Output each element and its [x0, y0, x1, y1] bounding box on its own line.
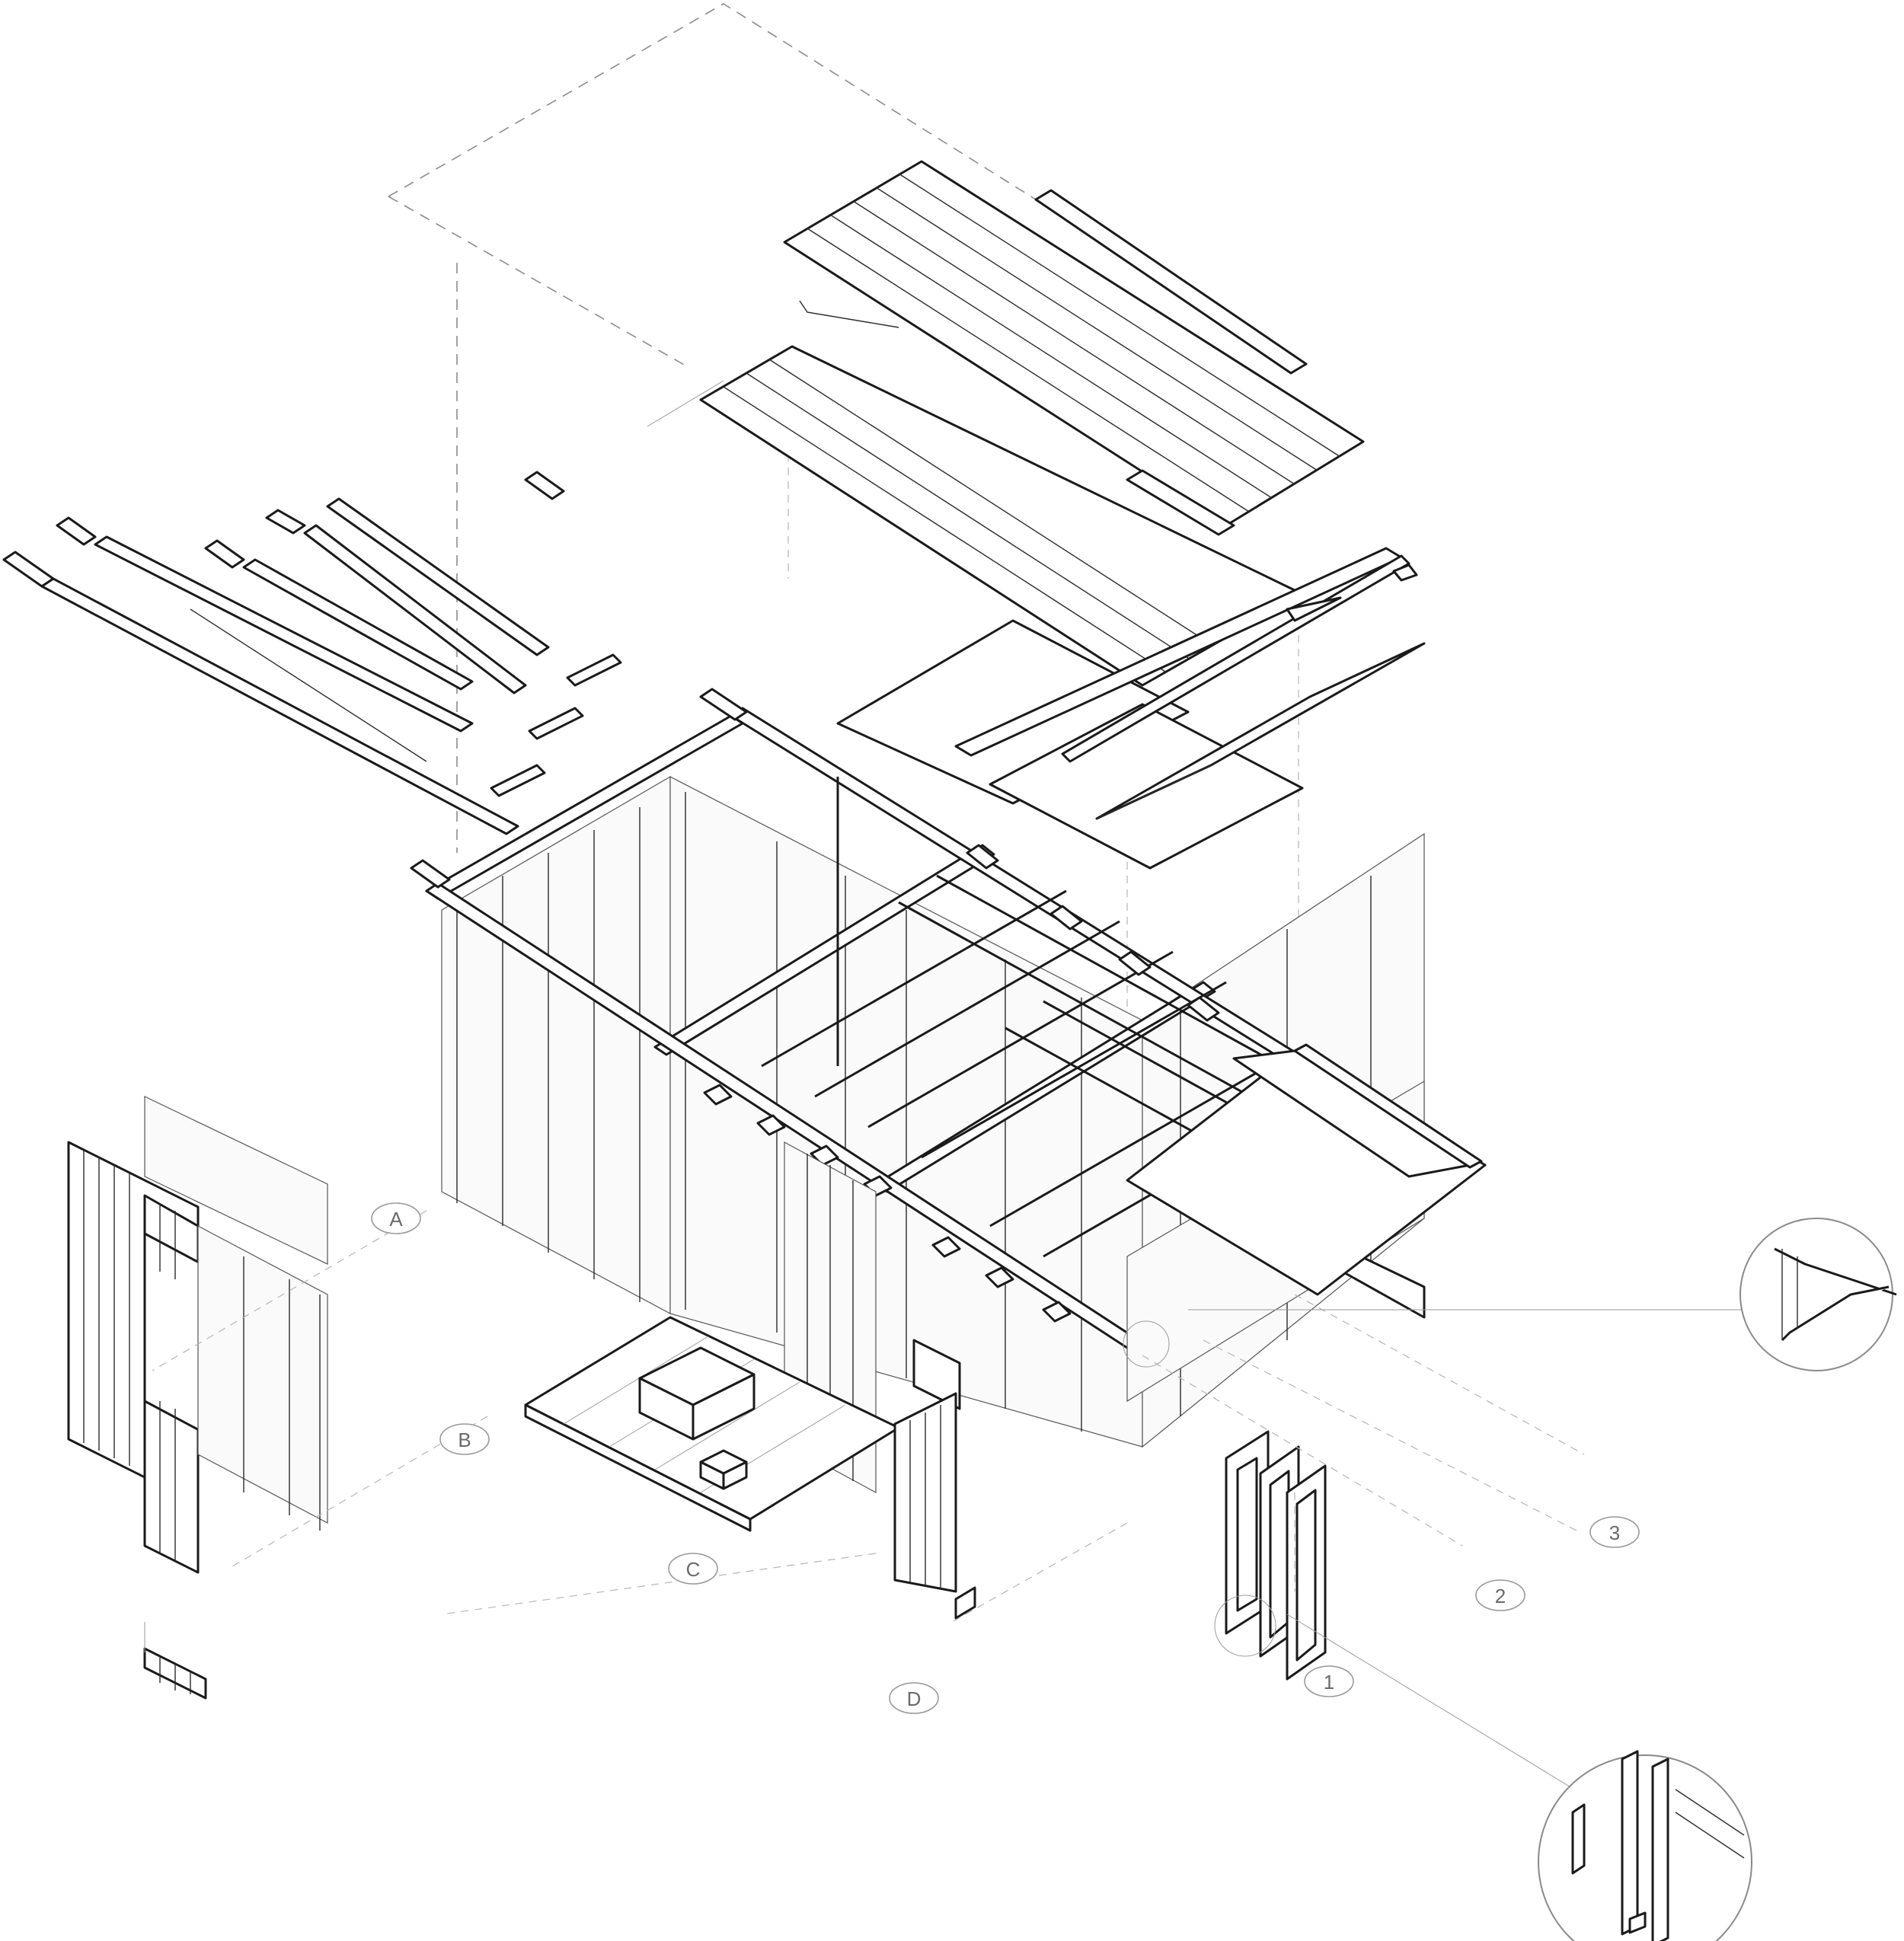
grid-label-a: A [389, 1208, 403, 1231]
door-panel [893, 1392, 976, 1620]
grid-label-b: B [458, 1429, 471, 1451]
detail-callout-sill [1214, 1595, 1752, 1941]
grid-bubbles: A B C D 1 2 3 [371, 1202, 1640, 1714]
upper-roof-sheets [783, 160, 1365, 536]
exploded-facade [67, 1096, 328, 1700]
window-frames [1225, 1430, 1327, 1681]
grid-lines [152, 1210, 1744, 1805]
purlin-beams [2, 471, 565, 835]
grid-bubble-3: 3 [1589, 1516, 1640, 1548]
grid-bubble-b: B [439, 1423, 490, 1455]
grid-label-2: 2 [1495, 1585, 1506, 1607]
grid-label-d: D [907, 1687, 922, 1710]
grid-bubble-c: C [668, 1553, 718, 1585]
floor-deck [524, 1316, 900, 1532]
building-frame [410, 688, 1487, 1494]
grid-bubble-1: 1 [1304, 1665, 1354, 1697]
detail-callout-gutter [1123, 1218, 1897, 1371]
lower-roof-sheets [836, 547, 1426, 870]
grid-label-c: C [686, 1558, 701, 1581]
grid-bubble-2: 2 [1475, 1579, 1525, 1611]
grid-label-1: 1 [1324, 1671, 1334, 1694]
grid-bubble-d: D [889, 1682, 939, 1714]
grid-label-3: 3 [1609, 1521, 1620, 1544]
grid-bubble-a: A [371, 1202, 421, 1234]
spacer-blocks [490, 653, 622, 797]
